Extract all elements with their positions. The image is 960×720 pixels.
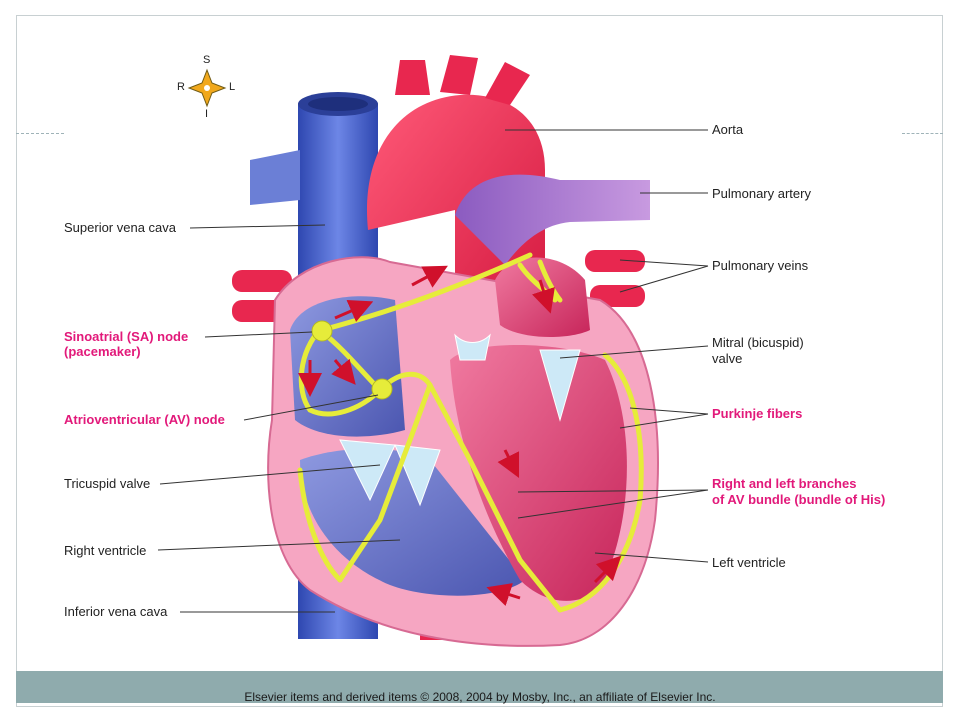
leader-lines xyxy=(157,129,709,613)
compass-r: R xyxy=(177,81,185,93)
label-mitral-valve-sub: valve xyxy=(712,351,743,366)
label-left-ventricle: Left ventricle xyxy=(712,555,786,570)
label-av-bundle: Right and left branches xyxy=(712,476,857,491)
label-superior-vena-cava: Superior vena cava xyxy=(64,220,177,235)
copyright-text: Elsevier items and derived items © 2008,… xyxy=(244,690,716,704)
label-mitral-valve: Mitral (bicuspid) xyxy=(712,335,804,350)
sa-node-marker xyxy=(311,320,333,342)
label-pulmonary-artery: Pulmonary artery xyxy=(712,186,811,201)
av-node-marker xyxy=(371,378,393,400)
label-aorta: Aorta xyxy=(712,122,744,137)
label-inferior-vena-cava: Inferior vena cava xyxy=(64,604,168,619)
label-right-ventricle: Right ventricle xyxy=(64,543,147,558)
divider-right xyxy=(902,133,943,134)
right-atrium xyxy=(290,296,405,437)
label-tricuspid-valve: Tricuspid valve xyxy=(64,476,151,491)
label-sa-node-sub: (pacemaker) xyxy=(64,344,141,359)
divider-left xyxy=(16,133,64,134)
pulmonary-artery-vessel xyxy=(455,174,650,265)
compass-l: L xyxy=(229,81,236,93)
label-av-node: Atrioventricular (AV) node xyxy=(64,412,225,427)
label-pulmonary-veins: Pulmonary veins xyxy=(712,258,809,273)
compass-icon xyxy=(187,68,227,108)
valves xyxy=(339,333,581,507)
left-ventricle-chamber xyxy=(450,345,627,601)
bottom-bar xyxy=(16,671,943,703)
label-purkinje-fibers: Purkinje fibers xyxy=(712,406,803,421)
conduction-arrows xyxy=(298,265,622,607)
compass-s: S xyxy=(203,54,211,66)
compass-i: I xyxy=(205,108,209,120)
label-av-bundle-sub: of AV bundle (bundle of His) xyxy=(712,492,886,507)
label-sa-node: Sinoatrial (SA) node xyxy=(64,329,189,344)
